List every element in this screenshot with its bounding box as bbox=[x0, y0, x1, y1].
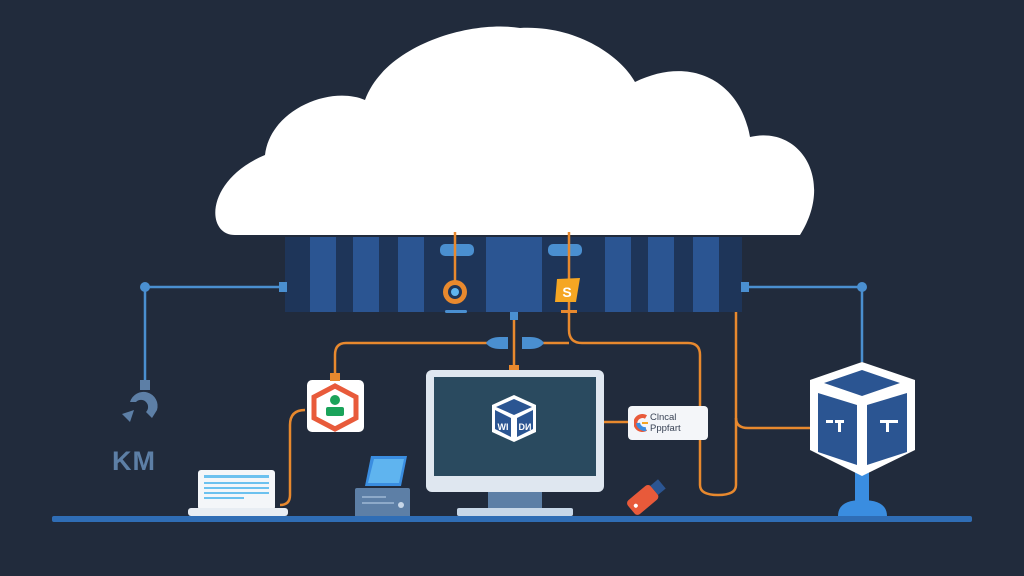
blue-wires bbox=[143, 285, 864, 383]
orange-wires bbox=[279, 232, 810, 507]
monitor-cube-icon: WI DИ bbox=[492, 395, 536, 442]
server-rack bbox=[285, 237, 742, 312]
svg-text:DИ: DИ bbox=[519, 422, 532, 432]
user-hexagon-icon bbox=[307, 373, 364, 432]
cube-stand-icon bbox=[810, 362, 915, 516]
svg-text:WI: WI bbox=[498, 422, 509, 432]
monitor-icon bbox=[426, 370, 604, 516]
floor-line bbox=[52, 516, 972, 522]
s-tag-icon: S bbox=[555, 278, 580, 313]
cloud-icon bbox=[215, 26, 815, 235]
svg-text:S: S bbox=[562, 284, 571, 300]
hook-icon bbox=[122, 380, 158, 422]
printer-icon bbox=[355, 456, 410, 518]
usb-drive-icon bbox=[627, 479, 666, 515]
km-label: KM bbox=[112, 446, 156, 476]
google-c-icon bbox=[634, 414, 648, 432]
gear-icon bbox=[443, 280, 467, 313]
badge-text: Clncal Pppfart bbox=[650, 412, 681, 434]
clinical-badge: Clncal Pppfart bbox=[628, 406, 708, 440]
laptop-icon bbox=[188, 470, 288, 516]
